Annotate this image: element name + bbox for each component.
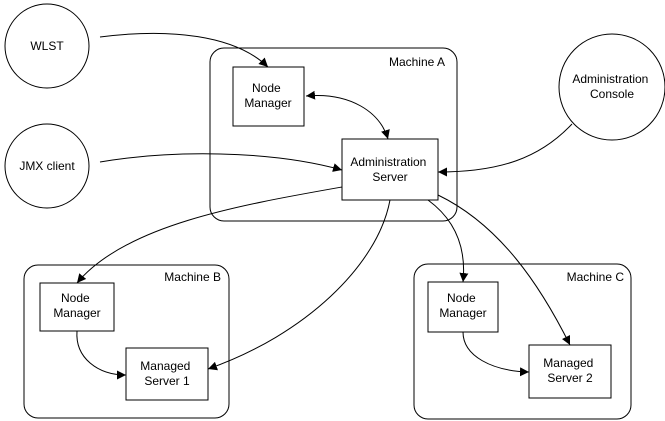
node-manager-a-admin-server-arrow [305, 90, 390, 140]
node-manager-a-line-2: Manager [244, 96, 291, 110]
node-manager-c-line-2: Manager [439, 306, 486, 320]
managed-server-1-line-1: Managed [140, 359, 190, 373]
node-manager-c-line-1: Node [447, 291, 476, 305]
node-manager-b-line-1: Node [61, 291, 90, 305]
administration-console-line-1: Administration [572, 72, 648, 86]
node-manager-b: Node Manager [39, 282, 115, 332]
admin-server-to-node-manager-c-arrow [427, 199, 469, 283]
admin-server-to-managed-server-1-arrow [207, 199, 391, 371]
admin-server-to-node-manager-b-arrow [76, 186, 343, 284]
node-manager-a-line-1: Node [252, 81, 281, 95]
administration-console: Administration Console [558, 33, 665, 141]
svg-text:Node Manager: Node Manager [244, 81, 291, 110]
machine-c-label: Machine C [567, 270, 625, 284]
administration-server-line-2: Server [372, 170, 407, 184]
managed-server-1-line-2: Server 1 [144, 374, 190, 388]
managed-server-1: Managed Server 1 [125, 347, 209, 401]
node-manager-b-to-managed-server-1-arrow [76, 330, 127, 380]
jmx-to-admin-server-arrow [99, 153, 343, 172]
machine-a-label: Machine A [389, 55, 445, 69]
jmx-client: JMX client [4, 123, 90, 209]
administration-server: Administration Server [341, 138, 439, 201]
node-manager-b-line-2: Manager [53, 306, 100, 320]
wlst-client: WLST [4, 3, 90, 89]
managed-server-2: Managed Server 2 [528, 344, 612, 399]
node-manager-c-to-managed-server-2-arrow [462, 331, 530, 377]
svg-text:Managed Server 2: Managed Server 2 [543, 356, 596, 385]
administration-server-line-1: Administration [350, 155, 426, 169]
node-manager-a: Node Manager [232, 66, 305, 127]
machine-b-label: Machine B [164, 270, 221, 284]
administration-console-label: Administration Console [572, 72, 651, 101]
svg-text:Node Manager: Node Manager [439, 291, 486, 320]
managed-server-2-line-1: Managed [543, 356, 593, 370]
svg-text:Managed Server 1: Managed Server 1 [140, 359, 193, 388]
managed-server-2-line-2: Server 2 [547, 371, 593, 385]
wlst-to-node-manager-a-arrow [99, 32, 269, 68]
administration-console-line-2: Console [590, 87, 634, 101]
svg-text:Administration Server: Administration Server [350, 155, 429, 184]
node-manager-c: Node Manager [427, 281, 499, 333]
svg-text:Node Manager: Node Manager [53, 291, 100, 320]
jmx-client-label: JMX client [19, 159, 75, 173]
console-to-admin-server-arrow [437, 123, 573, 177]
admin-server-to-managed-server-2-arrow [437, 194, 571, 346]
wlst-label: WLST [30, 39, 64, 53]
